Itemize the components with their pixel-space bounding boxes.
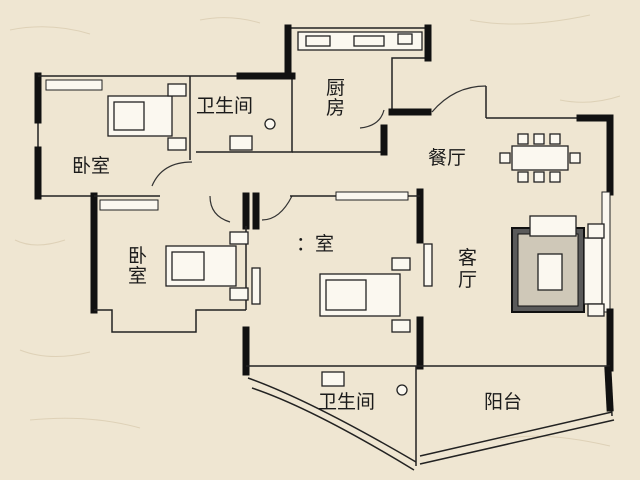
bedroom-2 xyxy=(90,192,261,333)
door-swings xyxy=(151,109,385,223)
coffee-table-icon xyxy=(537,253,563,291)
sink-icon xyxy=(229,135,253,151)
room-label-living-bottom: 厅 xyxy=(458,269,477,291)
window xyxy=(601,191,611,313)
room-label-dining: 餐厅 xyxy=(428,147,466,169)
window xyxy=(335,191,409,201)
bed-icon xyxy=(107,83,187,151)
bed-icon xyxy=(165,231,261,305)
bedroom-master xyxy=(242,191,420,376)
sink-icon xyxy=(321,371,345,387)
room-label-bathroom-2: 卫生间 xyxy=(318,391,375,413)
room-label-master: ：室 xyxy=(296,233,334,255)
bed-icon xyxy=(319,257,411,333)
stove-icon xyxy=(353,35,385,47)
room-label-bathroom-1: 卫生间 xyxy=(196,95,253,117)
toilet-icon xyxy=(396,384,408,396)
kitchen xyxy=(284,24,432,156)
balcony xyxy=(419,366,615,465)
window xyxy=(99,199,159,211)
room-label-bedroom-2-top: 卧 xyxy=(128,245,147,267)
bathroom-1 xyxy=(190,72,296,153)
sofa-set-icon xyxy=(511,215,605,317)
bedroom-1 xyxy=(34,72,191,200)
window xyxy=(45,79,103,91)
kitchen-sink-icon xyxy=(305,35,331,47)
room-label-bedroom-2-bottom: 室 xyxy=(128,265,147,287)
toilet-icon xyxy=(264,118,276,130)
room-label-balcony: 阳台 xyxy=(484,391,522,413)
room-label-living-top: 客 xyxy=(458,247,477,269)
tv-cabinet-icon xyxy=(423,243,433,287)
dining-living xyxy=(388,85,614,372)
bathroom-2 xyxy=(247,366,417,471)
dining-table-icon xyxy=(499,133,581,183)
room-label-bedroom-1: 卧室 xyxy=(72,155,110,177)
paper-texture xyxy=(9,14,621,447)
room-label-kitchen-bottom: 房 xyxy=(326,97,345,119)
door-swing xyxy=(431,85,487,113)
room-label-kitchen-top: 厨 xyxy=(326,77,345,99)
